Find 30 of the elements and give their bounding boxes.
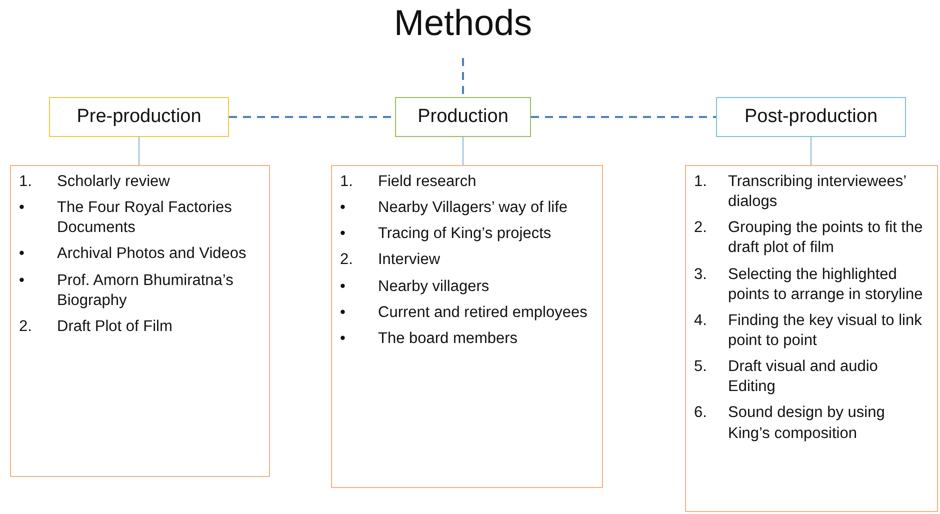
dashed-connector xyxy=(531,116,716,118)
list-item: 2. Draft Plot of Film xyxy=(19,316,174,337)
list-item: • Current and retired employees xyxy=(340,302,588,323)
list-item: • Nearby Villagers’ way of life xyxy=(340,198,569,218)
list-item: 4. Finding the key visual to link point to point xyxy=(694,310,923,351)
list-box xyxy=(331,165,603,488)
list-item: • Tracing of King’s projects xyxy=(340,224,552,244)
list-item: • The board members xyxy=(340,328,519,349)
phase-box: Production xyxy=(395,97,531,137)
diagram-title: Methods xyxy=(392,2,534,44)
list-box xyxy=(10,165,270,477)
phase-box: Pre-production xyxy=(49,97,229,137)
list-item: • Nearby villagers xyxy=(340,276,490,297)
list-item: • Archival Photos and Videos xyxy=(19,244,248,264)
connector-line xyxy=(138,137,140,165)
list-item: 2. Grouping the points to fit the draft plot of film xyxy=(694,218,924,258)
list-item: 3. Selecting the highlighted points to arrange in storyline xyxy=(694,264,924,305)
list-item: 6. Sound design by using King’s composition xyxy=(694,403,886,444)
list-item: 1. Transcribing interviewees’ dialogs xyxy=(694,172,908,212)
list-item: 5. Draft visual and audio Editing xyxy=(694,357,879,398)
connector-line xyxy=(810,137,812,165)
phase-box: Post-production xyxy=(716,97,906,137)
list-item: • Prof. Amorn Bhumiratna’s Biography xyxy=(19,270,234,311)
list-box xyxy=(685,165,938,512)
connector-line xyxy=(462,137,464,165)
dashed-connector xyxy=(462,58,464,97)
list-item: 2. Interview xyxy=(340,250,442,270)
list-item: 1. Scholarly review xyxy=(19,172,171,192)
list-item: 1. Field research xyxy=(340,172,478,192)
list-item: • The Four Royal Factories Documents xyxy=(19,198,233,238)
